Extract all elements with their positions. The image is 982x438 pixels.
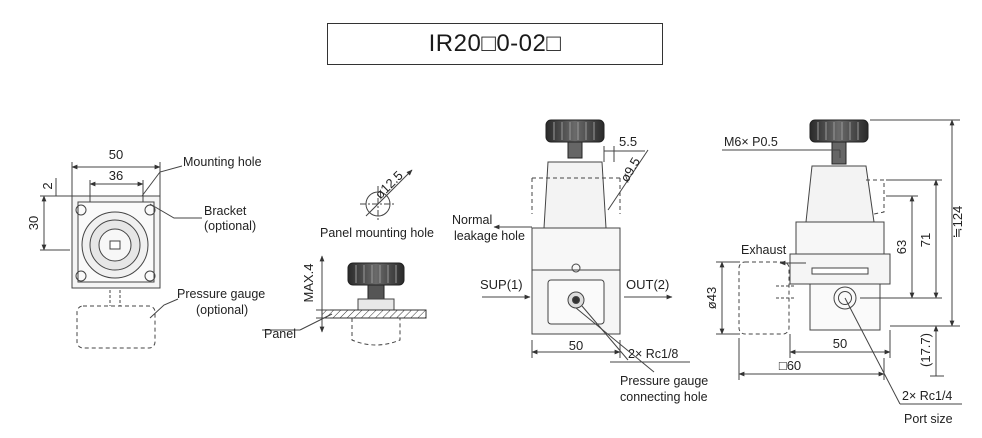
screw — [75, 204, 87, 216]
label-bracket: Bracket — [204, 204, 247, 218]
dim-width: 50 — [109, 147, 123, 162]
model-title: IR20□0-02□ — [327, 23, 663, 65]
knob — [545, 119, 605, 143]
side-body-upper — [531, 227, 621, 271]
label-normal: Normal — [452, 213, 492, 227]
screw — [144, 270, 156, 282]
label-port-size: Port size — [904, 412, 953, 426]
label-gauge-line1: Pressure gauge — [620, 374, 708, 388]
dim-hole: ø12.5 — [372, 168, 406, 202]
label-bracket-optional: (optional) — [204, 219, 256, 233]
label-sup: SUP(1) — [480, 277, 523, 292]
label-panel-mounting-hole: Panel mounting hole — [320, 226, 434, 240]
panel — [321, 309, 427, 319]
right-body-lower — [809, 283, 881, 331]
label-rc18: 2× Rc1/8 — [628, 347, 678, 361]
screw — [144, 204, 156, 216]
dim-side-50: 50 — [569, 338, 583, 353]
label-exhaust: Exhaust — [741, 243, 787, 257]
front-view — [40, 162, 202, 349]
dim-right-50: 50 — [833, 336, 847, 351]
label-rc14: 2× Rc1/4 — [902, 389, 952, 403]
label-pressure-gauge-optional: (optional) — [196, 303, 248, 317]
label-pressure-gauge: Pressure gauge — [177, 287, 265, 301]
dim-63: 63 — [894, 240, 909, 254]
label-leakage-hole: leakage hole — [454, 229, 525, 243]
dim-sq60: □60 — [779, 358, 801, 373]
label-out: OUT(2) — [626, 277, 669, 292]
pressure-gauge-outline — [76, 305, 156, 349]
side-view — [482, 119, 690, 373]
dim-43: ø43 — [704, 287, 719, 309]
screw — [75, 270, 87, 282]
dim-top: 2 — [40, 182, 55, 189]
label-thread: M6× P0.5 — [724, 135, 778, 149]
dim-5-5: 5.5 — [619, 134, 637, 149]
dim-9-5: ø9.5 — [617, 155, 643, 185]
dim-inner: 36 — [109, 168, 123, 183]
label-mounting-hole: Mounting hole — [183, 155, 262, 169]
knob — [809, 119, 869, 143]
right-body-upper — [795, 221, 885, 255]
dim-124: ≒124 — [950, 206, 965, 239]
label-gauge-line2: connecting hole — [620, 390, 708, 404]
dim-17-7: (17.7) — [918, 333, 933, 367]
panel-view — [262, 169, 427, 346]
dim-71: 71 — [918, 233, 933, 247]
label-panel: Panel — [264, 327, 296, 341]
dim-height: 30 — [26, 216, 41, 230]
right-view — [716, 119, 962, 405]
dim-max: MAX.4 — [301, 263, 316, 302]
